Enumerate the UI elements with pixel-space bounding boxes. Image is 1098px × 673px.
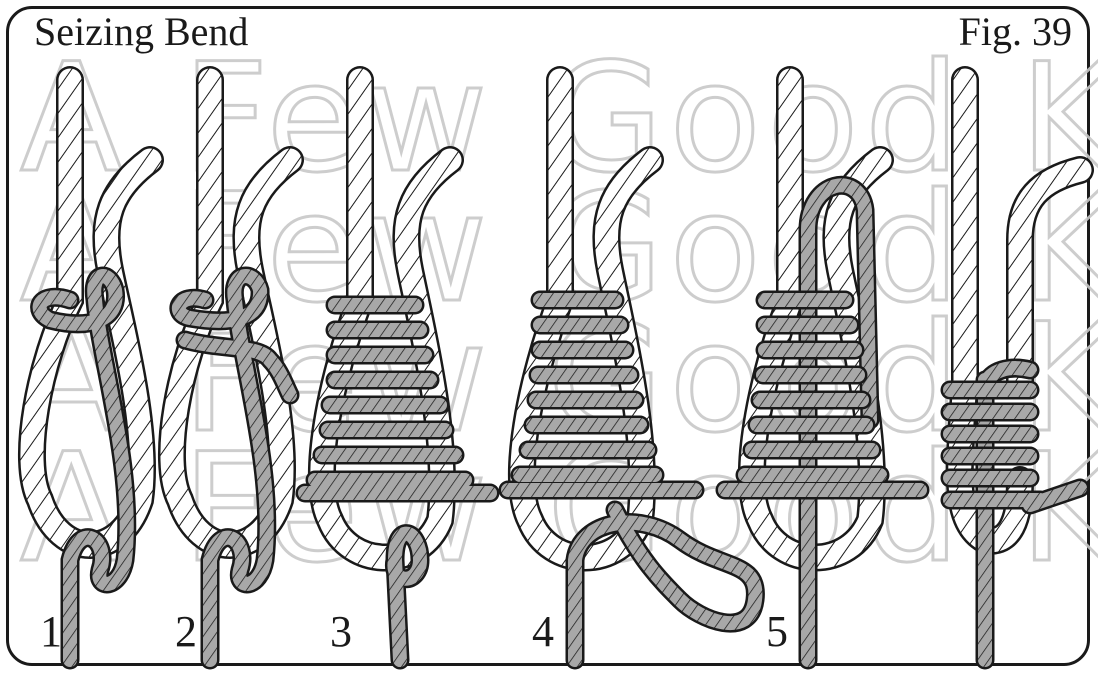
step-number-2: 2 [175, 610, 197, 654]
step-number-5: 5 [766, 610, 788, 654]
step-number-1: 1 [40, 610, 62, 654]
figure-number: Fig. 39 [959, 12, 1072, 52]
step-number-4: 4 [532, 610, 554, 654]
step-number-3: 3 [330, 610, 352, 654]
figure-title: Seizing Bend [34, 12, 248, 52]
